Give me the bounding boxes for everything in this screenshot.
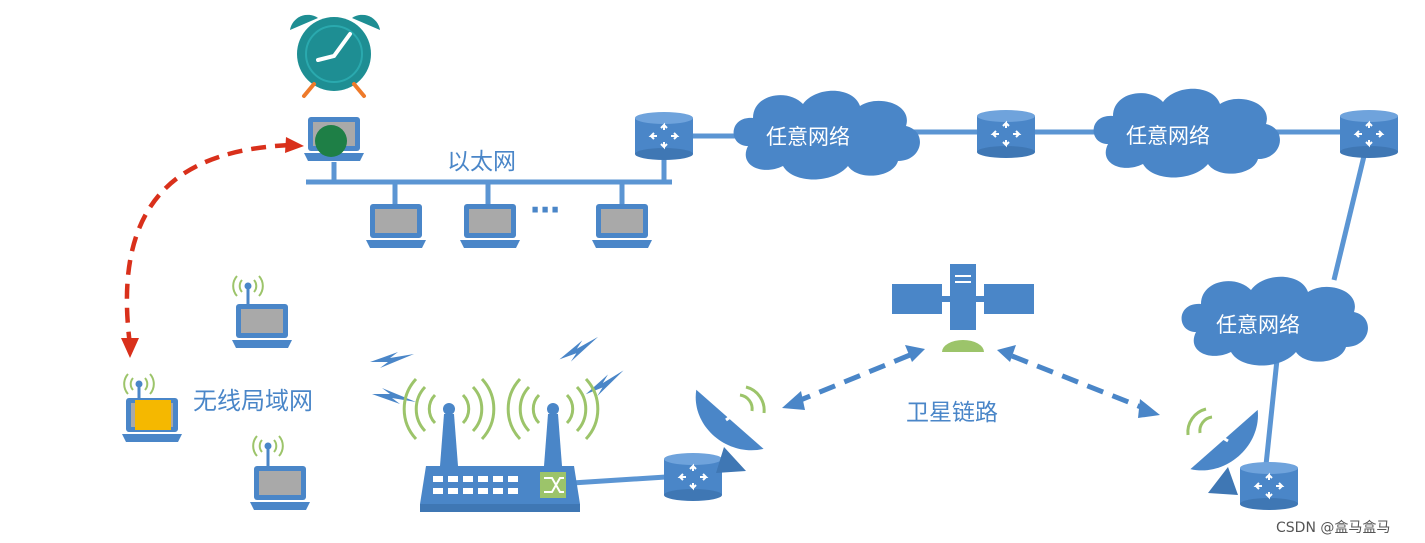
alarm-clock-icon xyxy=(290,14,380,98)
cloud-label-1: 任意网络 xyxy=(766,125,850,149)
router-icon-right[interactable] xyxy=(1339,109,1399,159)
router-icon-wireless[interactable] xyxy=(663,452,723,502)
watermark: CSDN @盒马盒马 xyxy=(1276,520,1391,536)
satellite-arrowhead-right2 xyxy=(997,345,1016,362)
satellite-icon xyxy=(892,264,1034,352)
satellite-arrowhead-right xyxy=(1138,399,1160,418)
satellite-dish-icon-right xyxy=(1186,407,1258,495)
laptop-mobile-visiting[interactable] xyxy=(122,373,182,442)
more-hosts-ellipsis: ⋯ xyxy=(530,193,560,228)
wireless-router-icon[interactable] xyxy=(402,377,600,512)
cloud-label-2: 任意网络 xyxy=(1126,124,1210,148)
cloud-label-3: 任意网络 xyxy=(1216,313,1300,337)
laptop-icon-ethernet-1[interactable] xyxy=(366,204,426,248)
laptop-icon-ethernet-2[interactable] xyxy=(460,204,520,248)
mobile-migration-arrow xyxy=(121,137,304,358)
ethernet-links xyxy=(306,158,672,204)
router-icon-satellite[interactable] xyxy=(1239,461,1299,511)
mobile-node-marker-visiting xyxy=(135,400,171,430)
satellite-link-label: 卫星链路 xyxy=(906,400,998,426)
mobile-node-marker xyxy=(315,125,347,157)
lightning-icon-3 xyxy=(556,334,603,366)
laptop-icon-wlan-1[interactable] xyxy=(232,275,292,348)
lightning-icon-1 xyxy=(370,352,414,368)
router-icon-ethernet[interactable] xyxy=(634,111,694,161)
backbone-links xyxy=(571,129,1367,486)
satellite-dish-icon-left xyxy=(695,385,766,473)
satellite-arrowhead-left xyxy=(782,391,805,410)
ethernet-label: 以太网 xyxy=(447,149,516,175)
satellite-arrowhead-left2 xyxy=(905,345,925,362)
laptop-mobile-home[interactable] xyxy=(304,117,364,161)
laptop-icon-wlan-2[interactable] xyxy=(250,435,310,510)
laptop-icon-ethernet-3[interactable] xyxy=(592,204,652,248)
router-icon-middle[interactable] xyxy=(976,109,1036,159)
satellite-link-arrows xyxy=(797,352,1147,412)
wlan-label: 无线局域网 xyxy=(193,387,313,415)
